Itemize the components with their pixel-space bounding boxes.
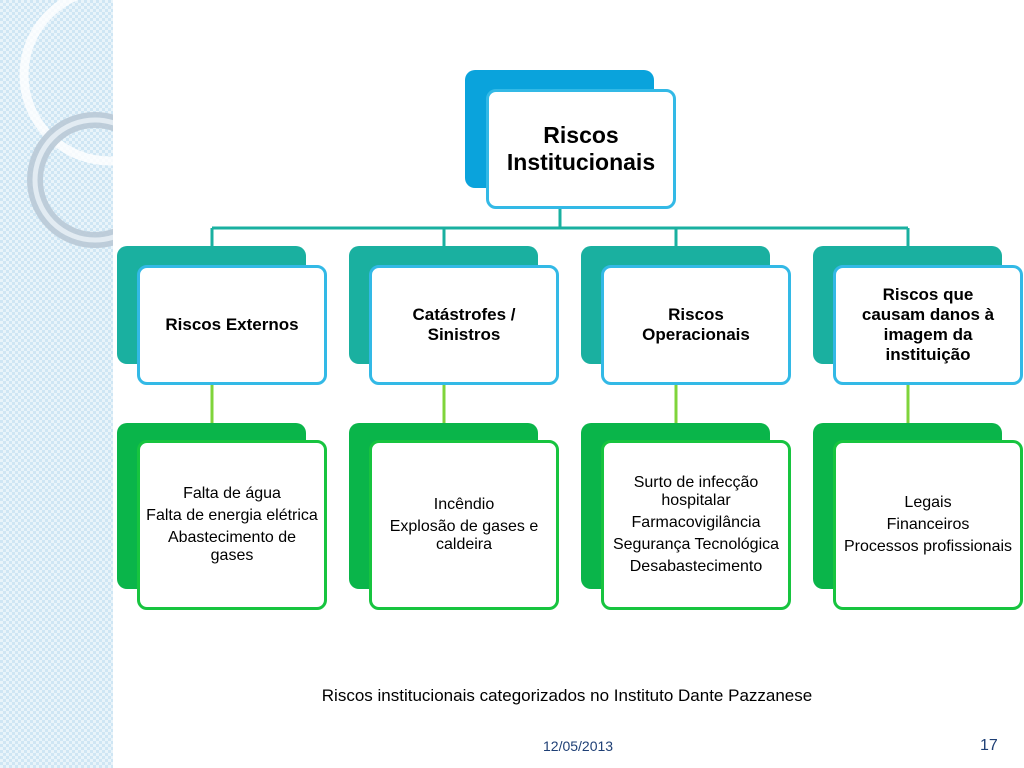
category-title: Riscos que bbox=[882, 285, 974, 304]
detail-riscos-externos: Falta de água Falta de energia elétrica … bbox=[137, 440, 327, 610]
slide-number: 17 bbox=[980, 737, 998, 754]
category-title: causam danos à bbox=[861, 305, 995, 324]
detail-item: Falta de água bbox=[183, 485, 281, 502]
detail-item: Abastecimento de gases bbox=[167, 529, 297, 564]
category-riscos-externos: Riscos Externos bbox=[137, 265, 327, 385]
category-title: Sinistros bbox=[427, 325, 501, 344]
detail-item: Falta de energia elétrica bbox=[146, 507, 318, 524]
detail-catastrofes: Incêndio Explosão de gases e caldeira bbox=[369, 440, 559, 610]
slide-caption: Riscos institucionais categorizados no I… bbox=[321, 686, 813, 705]
category-title: Operacionais bbox=[642, 325, 750, 344]
detail-item: Legais bbox=[904, 494, 952, 511]
category-title: Riscos Externos bbox=[165, 315, 299, 334]
category-title: Catástrofes / bbox=[412, 305, 516, 324]
root-title-line: Institucionais bbox=[506, 149, 656, 175]
footer-date: 12/05/2013 bbox=[543, 738, 614, 754]
detail-riscos-imagem: Legais Financeiros Processos profissiona… bbox=[833, 440, 1023, 610]
root-node: Riscos Institucionais bbox=[486, 89, 676, 209]
decorative-side-band bbox=[0, 0, 113, 768]
category-catastrofes: Catástrofes / Sinistros bbox=[369, 265, 559, 385]
detail-riscos-operacionais: Surto de infecção hospitalar Farmacovigi… bbox=[601, 440, 791, 610]
detail-item: Desabastecimento bbox=[629, 558, 763, 575]
detail-item: Explosão de gases e caldeira bbox=[389, 518, 539, 553]
category-title: Riscos bbox=[668, 305, 724, 324]
detail-item: Segurança Tecnológica bbox=[612, 536, 780, 553]
category-title: instituição bbox=[885, 345, 971, 364]
detail-item: Surto de infecção hospitalar bbox=[633, 474, 759, 509]
detail-item: Processos profissionais bbox=[843, 538, 1013, 555]
category-title: imagem da bbox=[883, 325, 973, 344]
decorative-rings bbox=[19, 0, 113, 248]
category-riscos-operacionais: Riscos Operacionais bbox=[601, 265, 791, 385]
detail-item: Farmacovigilância bbox=[631, 514, 761, 531]
detail-item: Financeiros bbox=[886, 516, 970, 533]
root-title-line: Riscos bbox=[543, 122, 619, 148]
category-riscos-imagem: Riscos que causam danos à imagem da inst… bbox=[833, 265, 1023, 385]
detail-item: Incêndio bbox=[433, 496, 495, 513]
